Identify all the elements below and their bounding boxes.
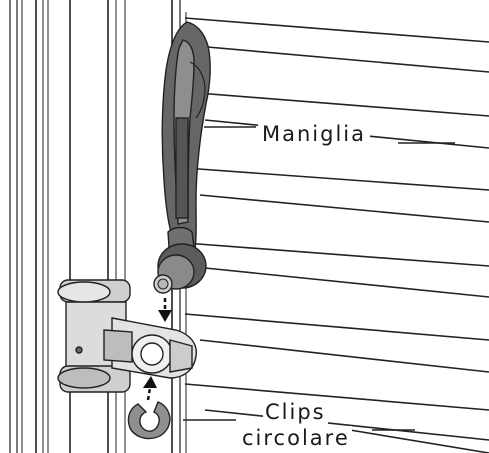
- leader-lines: [183, 126, 455, 431]
- hinge-bracket: [57, 279, 197, 393]
- clip-label-line-2: circolare: [240, 426, 352, 450]
- clip-label-line-1: Clips: [263, 400, 328, 424]
- shutter-slats: [184, 17, 489, 453]
- handle-label: Maniglia: [258, 122, 370, 146]
- insertion-arrows: [143, 298, 172, 401]
- circular-clip: [127, 401, 171, 440]
- handle: [153, 21, 211, 294]
